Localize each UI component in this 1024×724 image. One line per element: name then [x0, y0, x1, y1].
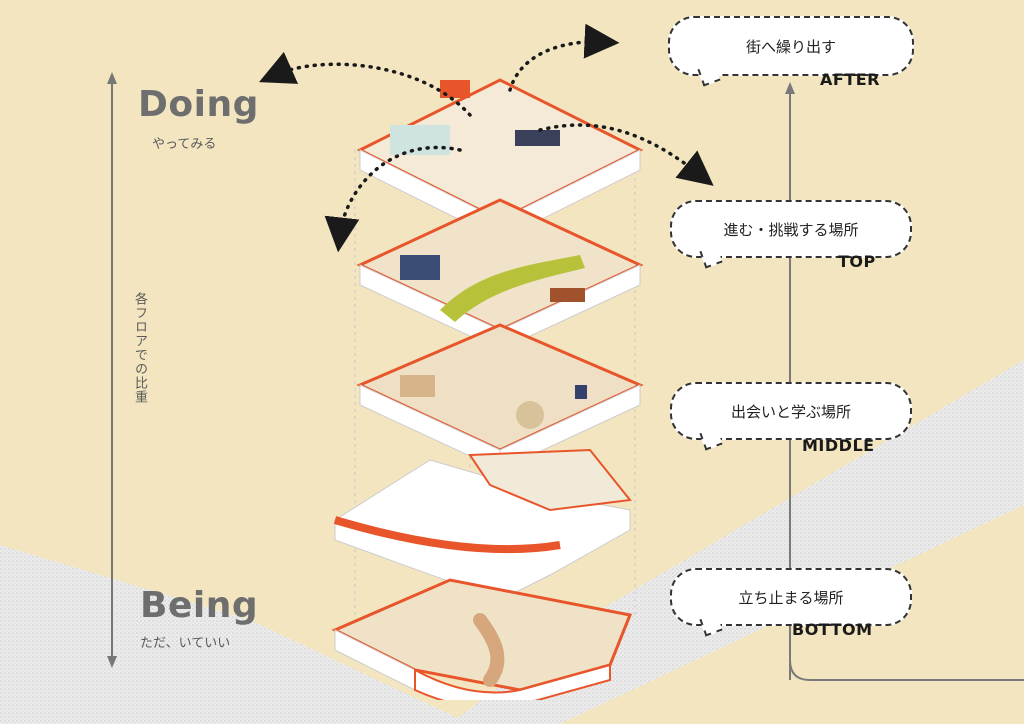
bubble-middle-text: 出会いと学ぶ場所	[730, 402, 851, 421]
street-left	[0, 545, 470, 724]
axis-label: 各フロアでの比重	[132, 292, 147, 404]
arrow-left	[324, 145, 462, 253]
arrow-upright	[508, 23, 620, 92]
floor-middle	[356, 323, 644, 471]
bubble-top-text: 進む・挑戦する場所	[723, 220, 859, 239]
doing-title: Doing	[138, 84, 259, 125]
building-illustration	[331, 78, 644, 700]
floor-lower	[333, 448, 632, 601]
being-title: Being	[140, 585, 259, 626]
doing-subtitle: やってみる	[152, 137, 217, 152]
bubble-bottom-text: 立ち止まる場所	[738, 588, 844, 607]
bubble-after-text: 街へ繰り出す	[745, 37, 836, 56]
floor-top	[356, 198, 644, 351]
arrow-right	[538, 123, 714, 186]
floor-bottom	[331, 578, 633, 700]
tag-top: TOP	[838, 252, 876, 271]
tag-after: AFTER	[820, 70, 880, 89]
arrow-upleft	[259, 51, 472, 117]
axis-arrow	[107, 72, 117, 668]
tag-middle: MIDDLE	[802, 436, 875, 455]
tag-bottom: BOTTOM	[792, 620, 873, 639]
being-subtitle: ただ、いていい	[140, 636, 231, 651]
